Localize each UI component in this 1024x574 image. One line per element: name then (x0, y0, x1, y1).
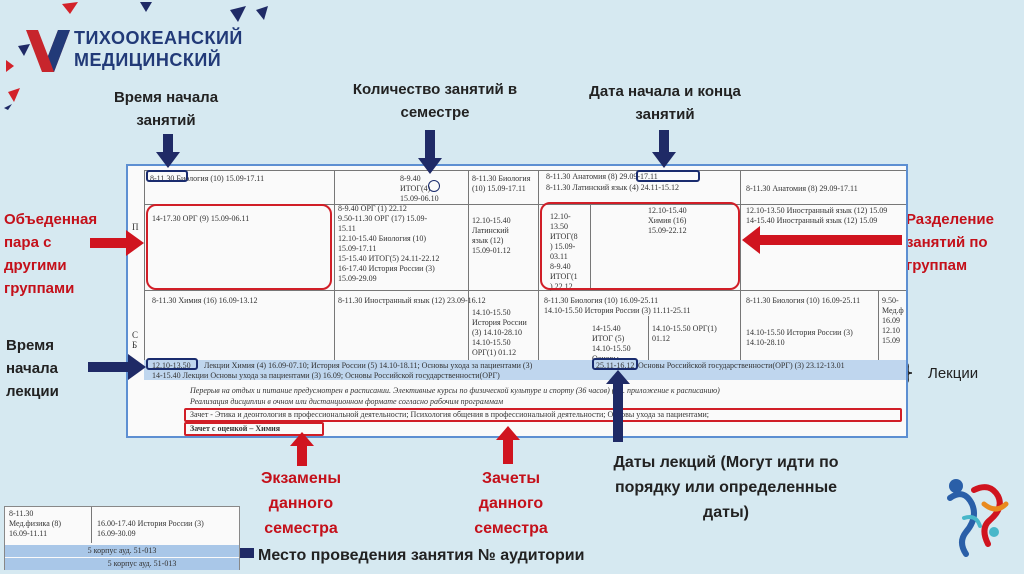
lecture-1-time: 12.10-13.50 (152, 361, 191, 370)
cell-r1c3: 8-11.30 Биология (10) 15.09-17.11 (472, 174, 531, 193)
highlight-group-split (540, 202, 740, 290)
label-start-time: Время начала занятий (113, 89, 219, 129)
cell-r3c4d: 14.10-15.50 ОРГ(1) 01.12 (652, 324, 717, 343)
cell-r2c2: 8-9.40 ОРГ (1) 22.12 9.50-11.30 ОРГ (17)… (338, 204, 440, 283)
cell-r2c5: 12.10-13.50 Иностранный язык (12) 15.09 … (746, 206, 888, 225)
arrow-date-range-icon (652, 130, 676, 168)
lecture-row-1 (144, 360, 906, 370)
cell-r3c6: 9.50- Мед.ф 16.09 12.10 15.09 (882, 296, 904, 345)
cell-r1c2b: 15.09-06.10 (400, 194, 439, 203)
highlight-start-time (146, 170, 188, 182)
cell-r3c4: 8-11.30 Биология (10) 16.09-25.11 (544, 296, 659, 305)
cell-r3c4b: 14.10-15.50 История России (3) 11.11-25.… (544, 306, 691, 315)
room-table-cell-1: 8-11.30 Мед.физика (8) 16.09-11.11 (9, 509, 62, 538)
cell-r2c4a: 12.10- 13.50 ИТОГ(8 ) 15.09- 03.11 8-9.4… (550, 212, 578, 291)
cell-r3c2: 8-11.30 Иностранный язык (12) 23.09-16.1… (338, 296, 486, 305)
schedule-excerpt: П С Б 8-11.30 Биология (10) 15.09-17.11 … (126, 164, 908, 438)
highlight-lecture-dates (592, 358, 638, 370)
label-exams: Экзамены данного семестра (260, 470, 342, 537)
day-label-2: С Б (132, 330, 139, 350)
cell-r1c1: 8-11.30 Биология (10) 15.09-17.11 (150, 174, 265, 183)
lecture-row-2 (144, 370, 906, 380)
cell-r2c1: 14-17.30 ОРГ (9) 15.09-06.11 (152, 214, 250, 223)
cell-r3c3: 14.10-15.50 История России (3) 14.10-28.… (472, 308, 527, 357)
break-note: Перерыв на отдых и питание предусмотрен … (190, 386, 720, 395)
cell-r1c4a: 8-11.30 Анатомия (8) 29.09-17.11 (546, 172, 658, 181)
label-credits: Зачеты данного семестра (474, 470, 548, 537)
arrow-lecture-dates-icon (606, 370, 630, 442)
label-lecture-dates: Даты лекций (Могут идти по порядку или о… (613, 454, 839, 521)
cell-r1c4b: 8-11.30 Латинский язык (4) 24.11-15.12 (546, 183, 679, 192)
credit-line: Зачет - Этика и деонтология в профессион… (190, 410, 710, 419)
cell-r2c3: 12.10-15.40 Латинский язык (12) 15.09-01… (472, 216, 511, 255)
label-lesson-count: Количество занятий в семестре (352, 81, 518, 121)
room-row-1: 5 корпус ауд. 51-013 (5, 545, 239, 557)
arrow-credits-icon (496, 426, 520, 464)
arrow-group-split-icon (742, 226, 902, 254)
lecture-2-text: 14-15.40 Лекции Основы ухода за пациента… (152, 371, 500, 380)
logo: ТИХООКЕАНСКИЙ МЕДИЦИНСКИЙ (22, 22, 252, 82)
cell-r3c1: 8-11.30 Химия (16) 16.09-13.12 (152, 296, 258, 305)
room-row-2: 5 корпус ауд. 51-013 (5, 558, 239, 570)
label-combined-pair: Объеденная пара с другими группами (4, 211, 98, 297)
arrow-start-time-icon (156, 134, 180, 168)
highlight-credits (184, 408, 902, 422)
logo-line2: МЕДИЦИНСКИЙ (74, 50, 222, 70)
brace-icon (902, 361, 913, 385)
room-table-excerpt: 8-11.30 Мед.физика (8) 16.09-11.11 16.00… (4, 506, 240, 570)
label-room: Место проведения занятия № аудитории (258, 547, 585, 564)
arrow-exams-icon (290, 432, 314, 466)
day-label-1: П (132, 222, 139, 232)
lecture-1-tail: Основы Российской государственности(ОРГ)… (638, 361, 845, 370)
label-lecture-start: Время начала лекции (6, 337, 59, 400)
label-lectures: Лекции (928, 365, 979, 382)
highlight-lesson-count (428, 180, 440, 192)
arrow-lecture-start-icon (88, 354, 146, 380)
cell-r3c5: 8-11.30 Биология (10) 16.09-25.11 14.10-… (746, 296, 861, 347)
realization-note: Реализация дисциплин в очном или дистанц… (190, 397, 504, 406)
decorative-triangles (4, 2, 268, 110)
logo-line1: ТИХООКЕАНСКИЙ (74, 28, 243, 48)
label-date-range: Дата начала и конца занятий (589, 83, 741, 123)
lecture-1-dates: 25.11-16.12 (596, 361, 635, 370)
exam-line: Зачет с оценкой – Химия (190, 424, 281, 433)
cell-r1c2a: 8-9.40 ИТОГ(4) (400, 174, 431, 193)
arrow-lesson-count-icon (418, 130, 442, 174)
lecture-1-text: Лекции Химия (4) 16.09-07.10; История Ро… (204, 361, 533, 370)
logo-mark-icon (26, 30, 70, 72)
highlight-exams (184, 422, 324, 436)
highlight-lecture-start (146, 358, 198, 370)
room-table-cell-2: 16.00-17.40 История России (3) 16.09-30.… (97, 519, 204, 538)
emblem-icon (947, 479, 1009, 557)
label-group-split: Разделение занятий по группам (906, 211, 994, 274)
cell-r2c4b: 12.10-15.40 Химия (16) 15.09-22.12 (648, 206, 687, 235)
arrow-combined-pair-icon (90, 230, 144, 256)
cell-r1c5: 8-11.30 Анатомия (8) 29.09-17.11 (746, 184, 858, 193)
highlight-combined-pair (146, 204, 332, 290)
highlight-date-range (636, 170, 700, 182)
